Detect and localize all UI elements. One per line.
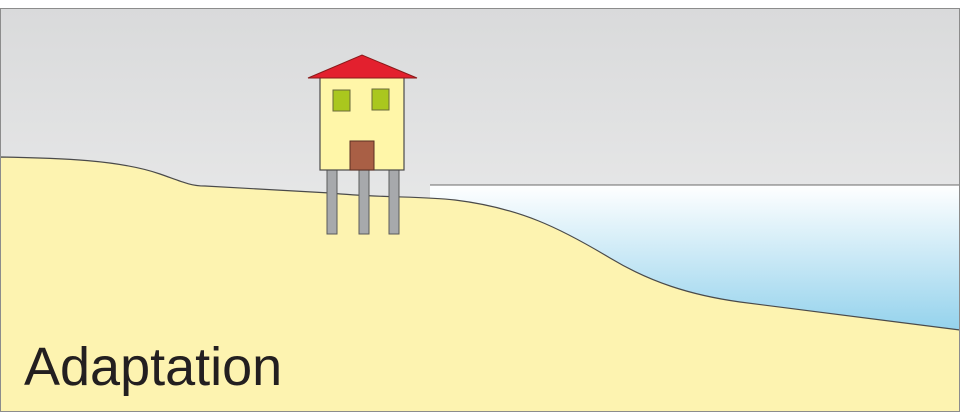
stilt-right <box>389 170 399 234</box>
stilt-left <box>327 170 337 234</box>
diagram-caption: Adaptation <box>24 340 282 394</box>
stilt-middle <box>359 170 369 234</box>
window-right <box>372 89 389 110</box>
window-left <box>333 90 350 111</box>
door <box>350 141 374 170</box>
